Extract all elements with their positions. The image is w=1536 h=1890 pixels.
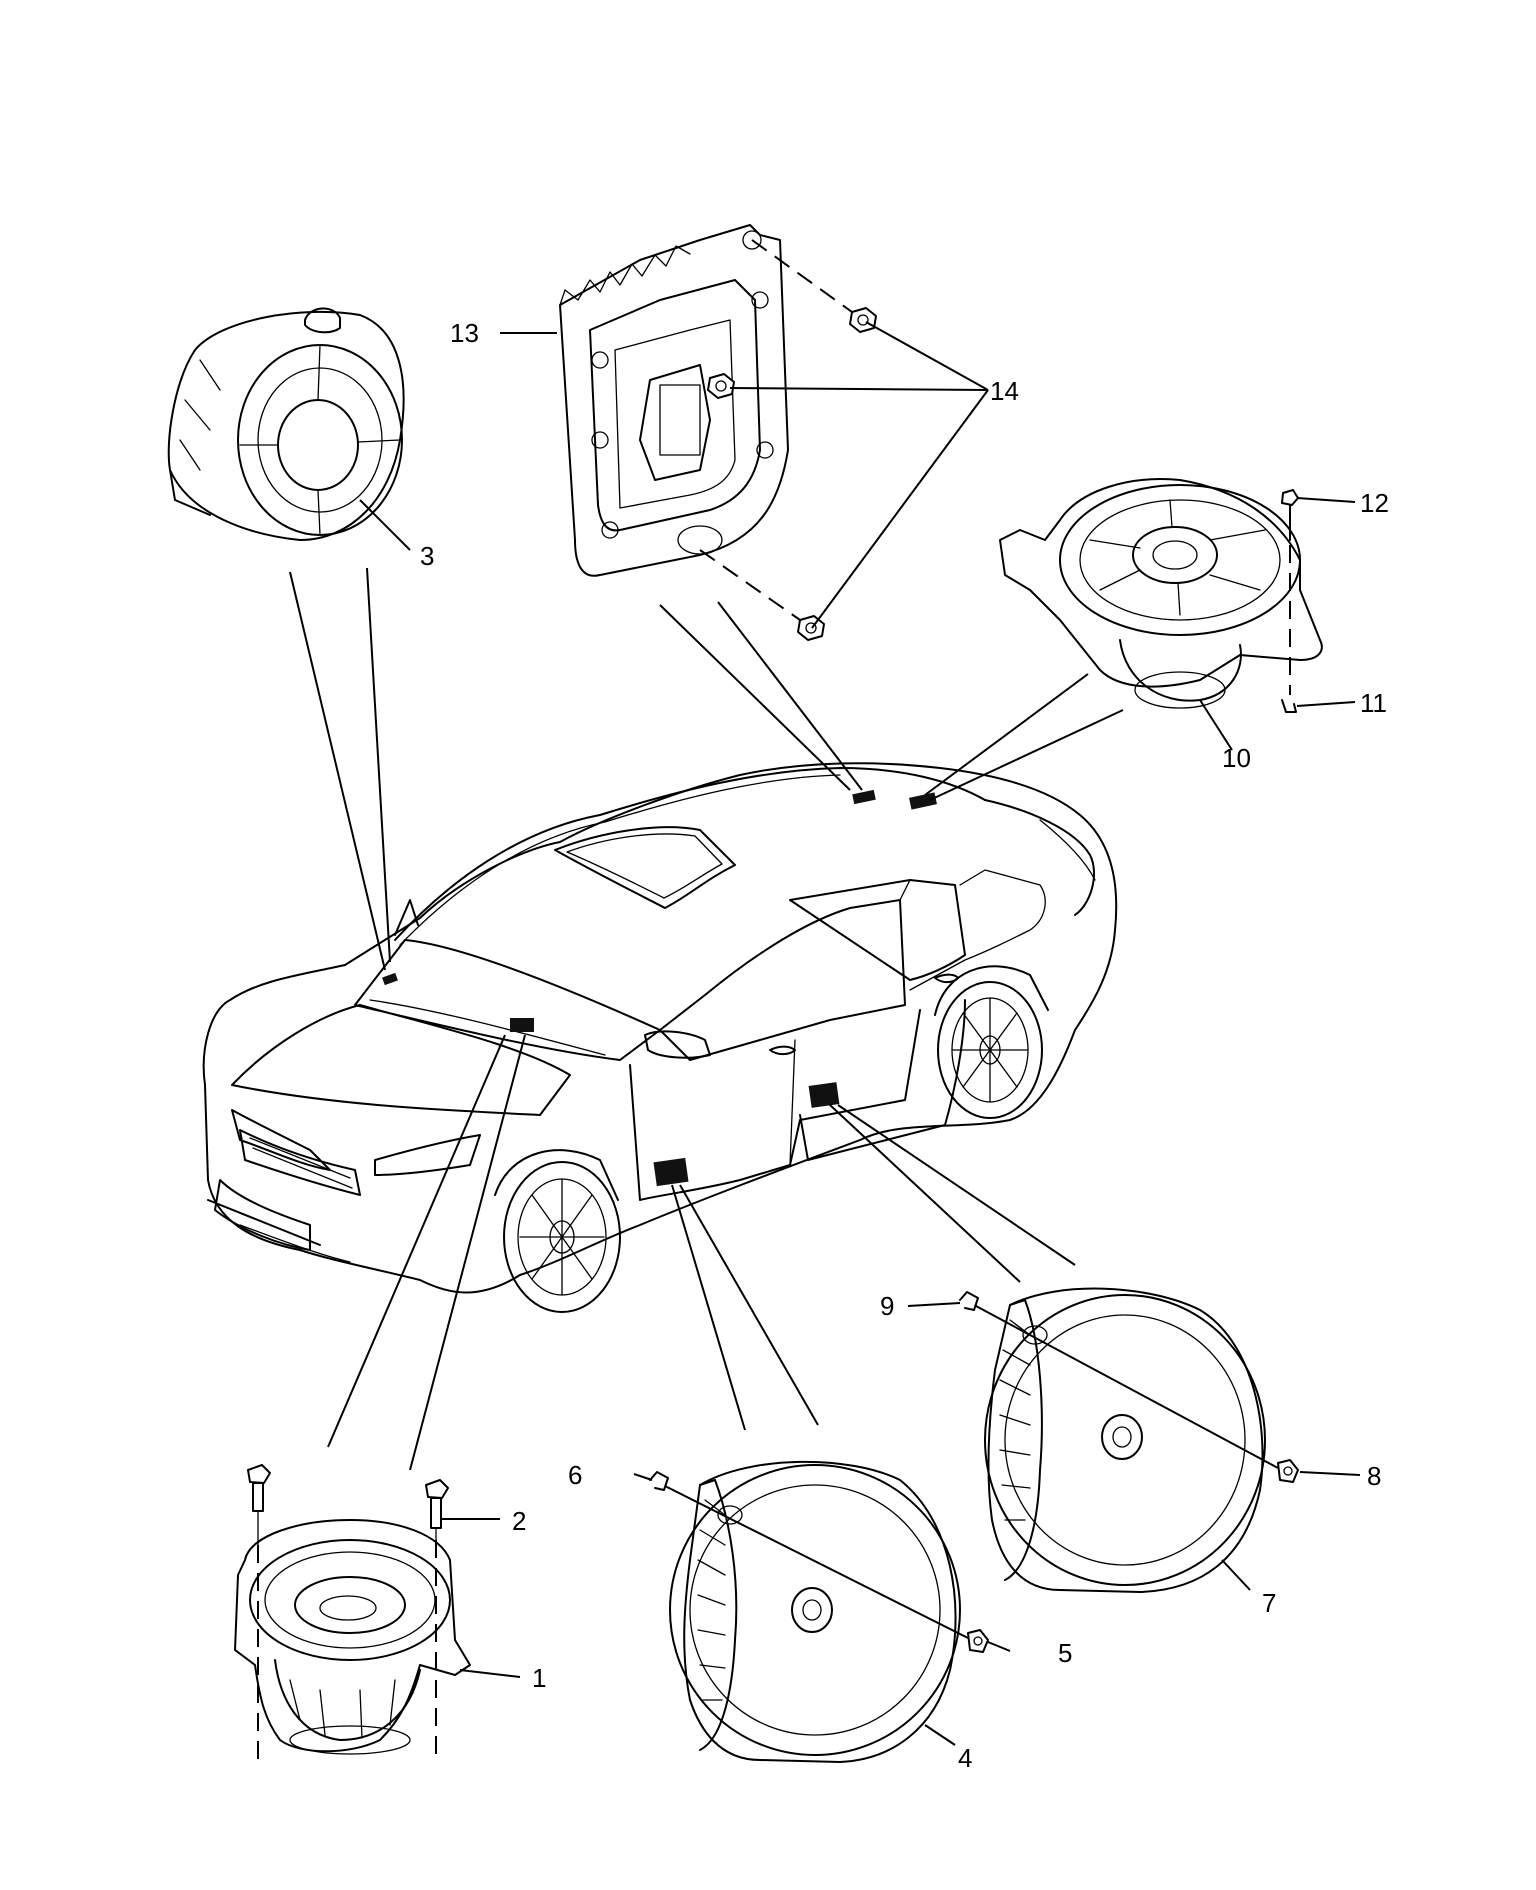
callout-leaders xyxy=(359,321,1361,1746)
rear-deck-location-marker xyxy=(909,792,937,810)
bolt-icon xyxy=(1281,489,1299,541)
bolt-icon xyxy=(247,1464,271,1546)
callout-10: 10 xyxy=(1222,743,1251,773)
callout-1: 1 xyxy=(532,1663,546,1693)
callout-12: 12 xyxy=(1360,488,1389,518)
callout-13: 13 xyxy=(450,318,479,348)
callout-14: 14 xyxy=(990,376,1019,406)
callout-labels: 13 14 3 12 11 10 9 6 8 2 7 5 1 4 xyxy=(420,318,1389,1773)
rear-door-location-marker xyxy=(808,1082,840,1108)
tweeter-speaker-icon xyxy=(167,307,405,541)
nut-icon xyxy=(849,307,877,333)
nut-icon xyxy=(797,615,825,641)
callout-7: 7 xyxy=(1262,1588,1276,1618)
amplifier-location-marker xyxy=(852,789,876,805)
centerlines xyxy=(257,239,1291,1760)
sedan-car-icon xyxy=(202,762,1118,1313)
front-door-location-marker xyxy=(653,1157,689,1187)
callout-2: 2 xyxy=(512,1506,526,1536)
callout-5: 5 xyxy=(1058,1638,1072,1668)
bolt-icon xyxy=(425,1479,449,1541)
rear-deck-speaker-icon xyxy=(999,478,1323,709)
rear-door-speaker-icon xyxy=(984,1287,1266,1593)
bolt-icon xyxy=(1277,1459,1299,1483)
clip-icon xyxy=(649,1471,669,1491)
callout-11: 11 xyxy=(1360,688,1387,718)
callout-4: 4 xyxy=(958,1743,972,1773)
clip-icon xyxy=(1281,699,1297,713)
front-door-speaker-icon xyxy=(669,1460,961,1763)
dash-center-location-marker xyxy=(510,1018,534,1032)
location-lines xyxy=(289,567,1124,1471)
callout-9: 9 xyxy=(880,1291,894,1321)
bolt-icon xyxy=(967,1629,989,1653)
callout-6: 6 xyxy=(568,1460,582,1490)
nut-icon xyxy=(707,373,735,399)
dash-speaker-location-marker xyxy=(382,972,398,986)
callout-8: 8 xyxy=(1367,1461,1381,1491)
amplifier-module-icon xyxy=(559,224,789,577)
clip-icon xyxy=(959,1291,979,1311)
dash-speaker-icon xyxy=(234,1519,471,1755)
callout-3: 3 xyxy=(420,541,434,571)
